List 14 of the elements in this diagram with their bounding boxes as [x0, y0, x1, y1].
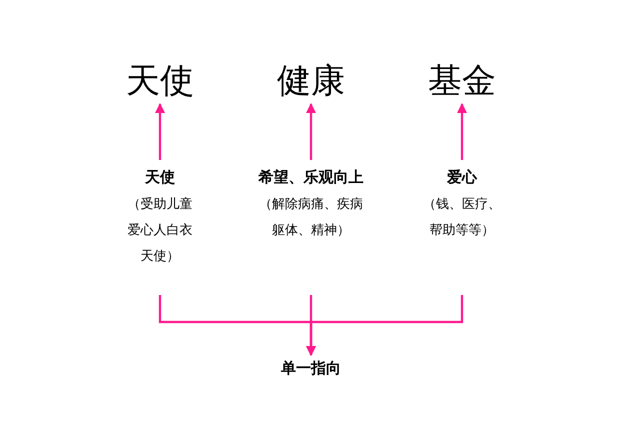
group-description: （钱、医疗、帮助等等） [422, 196, 502, 240]
title-text: 健康 [277, 60, 345, 103]
group-heading: 希望、乐观向上 [258, 167, 364, 188]
arrow [457, 103, 467, 160]
arrow [155, 103, 165, 160]
arrow [306, 295, 464, 356]
title-text: 基金 [428, 60, 496, 103]
group-description: （受助儿童爱心人白衣天使） [126, 196, 194, 266]
arrow [306, 103, 316, 160]
group-heading: 爱心 [447, 167, 477, 188]
group-description: （解除病痛、疾病躯体、精神） [258, 196, 364, 240]
group-heading: 天使 [145, 167, 175, 188]
result-label: 单一指向 [281, 358, 341, 379]
title-text: 天使 [126, 60, 194, 103]
